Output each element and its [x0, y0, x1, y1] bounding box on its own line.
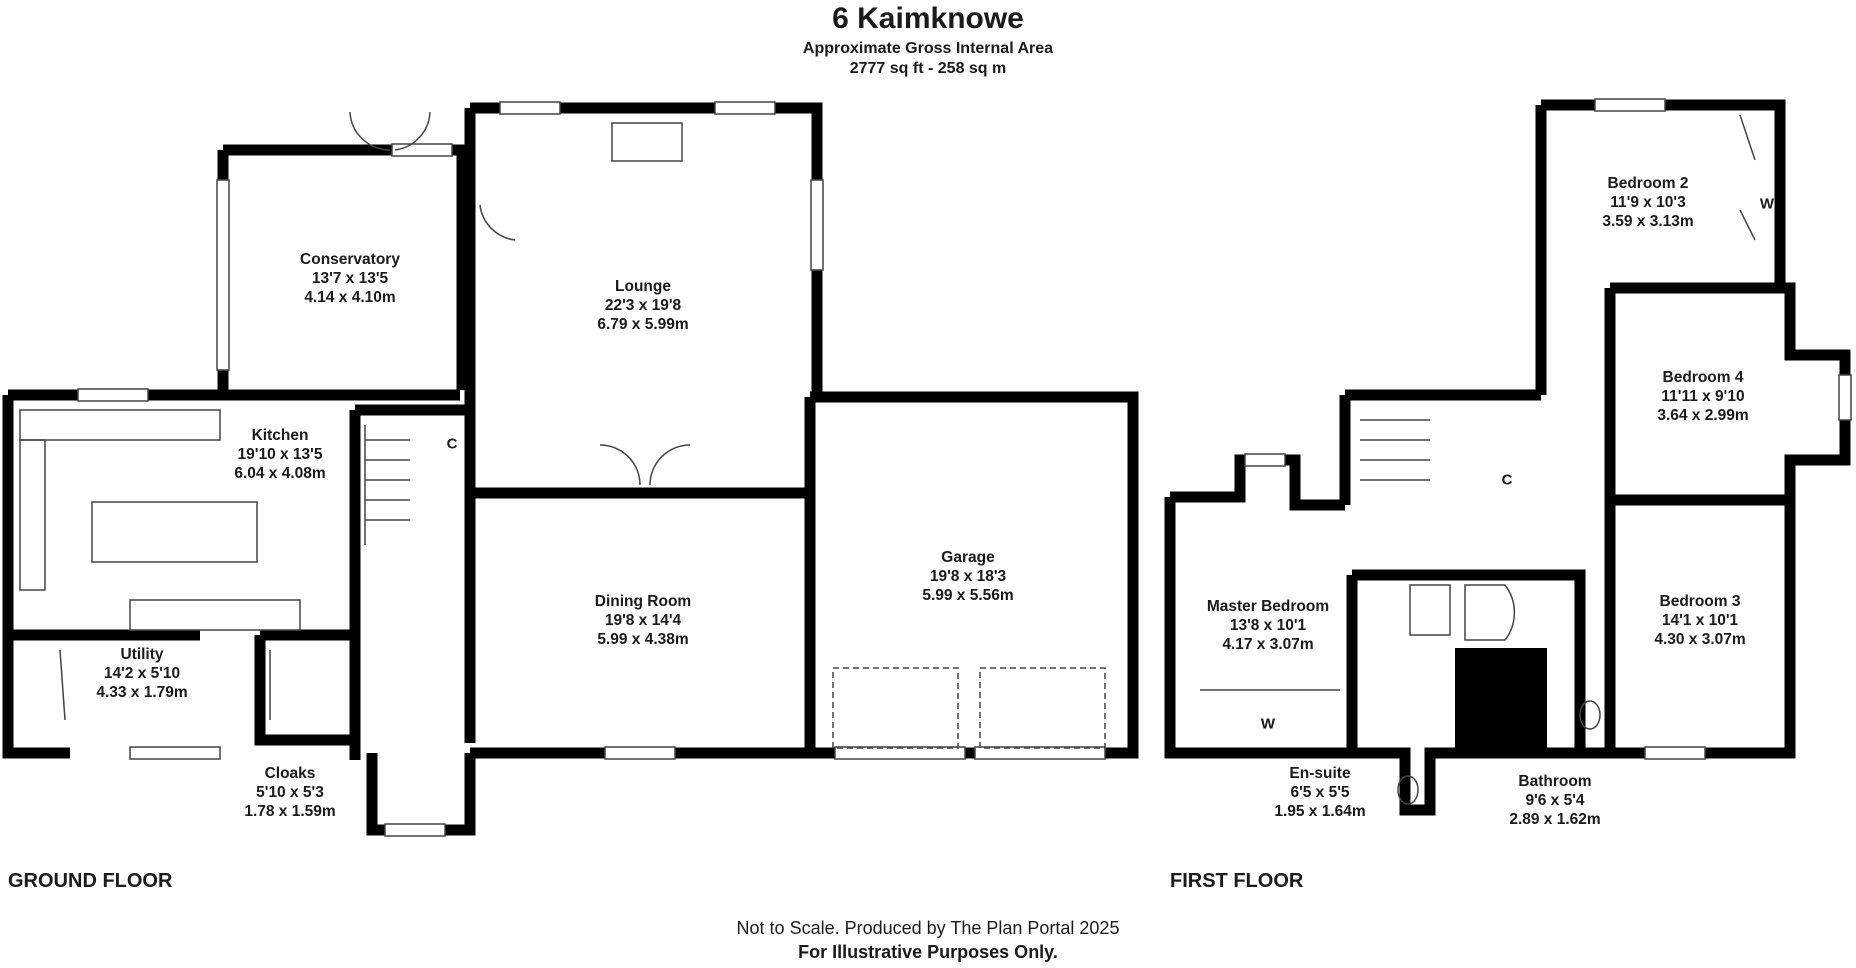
room-imperial: 22'3 x 19'8 [604, 297, 682, 314]
room-metric: 2.89 x 1.62m [1509, 811, 1601, 828]
room-metric: 4.33 x 1.79m [96, 684, 188, 701]
room-name: Bedroom 2 [1607, 175, 1689, 192]
room-name: Bathroom [1518, 773, 1592, 790]
first-floor-label: FIRST FLOOR [1170, 870, 1304, 892]
cupboard-marker-ground: C [446, 435, 458, 453]
room-metric: 1.95 x 1.64m [1274, 803, 1366, 820]
room-imperial: 13'7 x 13'5 [311, 270, 389, 287]
room-imperial: 19'8 x 18'3 [929, 568, 1007, 585]
room-name: Cloaks [264, 765, 316, 782]
room-name: Bedroom 4 [1662, 369, 1744, 386]
room-kitchen: Kitchen 19'10 x 13'5 6.04 x 4.08m [234, 426, 325, 483]
room-metric: 4.14 x 4.10m [304, 289, 396, 306]
room-utility: Utility 14'2 x 5'10 4.33 x 1.79m [96, 645, 187, 702]
wardrobe-marker-master: W [1260, 715, 1276, 733]
room-name: Kitchen [251, 427, 309, 444]
room-garage: Garage 19'8 x 18'3 5.99 x 5.56m [922, 548, 1013, 605]
plan-subtitle: Approximate Gross Internal Area [802, 40, 1054, 57]
room-imperial: 11'9 x 10'3 [1610, 194, 1686, 211]
room-metric: 5.99 x 4.38m [597, 631, 689, 648]
room-imperial: 6'5 x 5'5 [1290, 784, 1350, 801]
room-imperial: 19'10 x 13'5 [237, 446, 323, 463]
room-cloaks: Cloaks 5'10 x 5'3 1.78 x 1.59m [244, 764, 335, 821]
plan-fixtures [19, 98, 1852, 837]
room-bathroom: Bathroom 9'6 x 5'4 2.89 x 1.62m [1509, 772, 1600, 829]
room-metric: 1.78 x 1.59m [244, 803, 336, 820]
room-master-bedroom: Master Bedroom 13'8 x 10'1 4.17 x 3.07m [1207, 597, 1329, 654]
gross-area: 2777 sq ft - 258 sq m [849, 60, 1007, 77]
room-metric: 3.64 x 2.99m [1657, 407, 1749, 424]
room-imperial: 14'1 x 10'1 [1661, 612, 1739, 629]
room-conservatory: Conservatory 13'7 x 13'5 4.14 x 4.10m [300, 250, 400, 307]
room-imperial: 13'8 x 10'1 [1229, 617, 1307, 634]
room-metric: 3.59 x 3.13m [1602, 213, 1694, 230]
room-imperial: 19'8 x 14'4 [604, 612, 682, 629]
room-name: Lounge [615, 278, 671, 295]
room-metric: 4.17 x 3.07m [1222, 636, 1314, 653]
room-name: Utility [120, 646, 164, 663]
room-name: En-suite [1289, 765, 1351, 782]
room-metric: 4.30 x 3.07m [1654, 631, 1746, 648]
cupboard-marker-first: C [1501, 471, 1513, 489]
ground-floor-label: GROUND FLOOR [8, 870, 173, 892]
room-metric: 6.79 x 5.99m [597, 316, 689, 333]
room-bedroom-4: Bedroom 4 11'11 x 9'10 3.64 x 2.99m [1657, 368, 1748, 425]
disclaimer: For Illustrative Purposes Only. [798, 942, 1058, 962]
room-name: Master Bedroom [1206, 598, 1330, 615]
room-metric: 5.99 x 5.56m [922, 587, 1014, 604]
room-name: Bedroom 3 [1659, 593, 1741, 610]
plan-title: 6 Kaimknowe [832, 2, 1024, 35]
room-dining: Dining Room 19'8 x 14'4 5.99 x 4.38m [595, 592, 691, 649]
ground-floor-walls [2, 102, 1139, 836]
room-imperial: 14'2 x 5'10 [103, 665, 181, 682]
room-bedroom-2: Bedroom 2 11'9 x 10'3 3.59 x 3.13m [1602, 174, 1693, 231]
room-bedroom-3: Bedroom 3 14'1 x 10'1 4.30 x 3.07m [1654, 592, 1745, 649]
wardrobe-marker-bedroom-2: W [1759, 195, 1775, 213]
room-imperial: 5'10 x 5'3 [256, 784, 324, 801]
room-imperial: 9'6 x 5'4 [1525, 792, 1585, 809]
room-imperial: 11'11 x 9'10 [1661, 388, 1745, 405]
room-lounge: Lounge 22'3 x 19'8 6.79 x 5.99m [597, 277, 688, 334]
room-ensuite: En-suite 6'5 x 5'5 1.95 x 1.64m [1274, 764, 1365, 821]
room-name: Garage [941, 549, 995, 566]
room-name: Dining Room [594, 593, 692, 610]
scale-note: Not to Scale. Produced by The Plan Porta… [736, 918, 1120, 938]
room-name: Conservatory [300, 251, 400, 268]
room-metric: 6.04 x 4.08m [234, 465, 326, 482]
